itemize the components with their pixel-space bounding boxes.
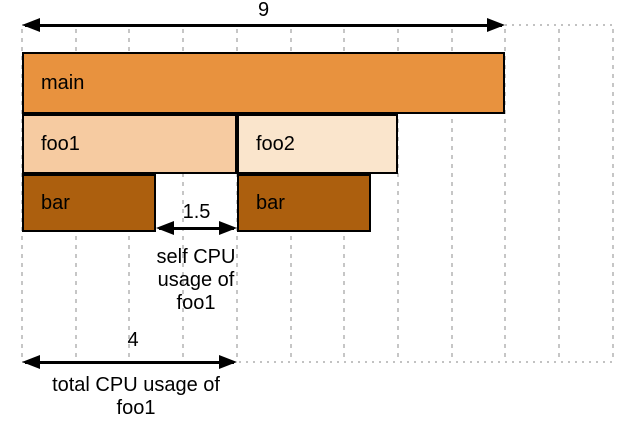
self-cpu-caption: self CPU usage of foo1 bbox=[156, 246, 236, 314]
total-cpu-value: 4 bbox=[127, 329, 139, 351]
grid-line bbox=[397, 29, 399, 358]
self-cpu-arrow bbox=[156, 221, 237, 235]
arrow-shaft bbox=[159, 226, 234, 230]
total-cpu-arrow bbox=[22, 355, 237, 369]
arrow-head-right-icon bbox=[487, 18, 505, 32]
arrow-head-right-icon bbox=[219, 355, 237, 369]
frame-main: main bbox=[22, 52, 505, 114]
frame-foo1: foo1 bbox=[22, 114, 237, 174]
total-width-value: 9 bbox=[257, 0, 270, 21]
grid-line bbox=[558, 29, 560, 358]
arrow-shaft bbox=[25, 360, 234, 364]
grid-line bbox=[504, 29, 506, 358]
arrow-shaft bbox=[25, 23, 502, 27]
frame-label: main bbox=[41, 71, 85, 94]
total-cpu-caption: total CPU usage of foo1 bbox=[52, 374, 220, 419]
bottom-dotted-guide-line bbox=[22, 361, 614, 363]
frame-label: foo1 bbox=[41, 132, 80, 155]
frame-label: foo2 bbox=[256, 132, 295, 155]
grid-line bbox=[451, 29, 453, 358]
self-cpu-value: 1.5 bbox=[182, 201, 211, 223]
arrow-head-right-icon bbox=[219, 221, 237, 235]
grid-line bbox=[612, 29, 614, 358]
grid-line bbox=[182, 29, 184, 358]
total-width-arrow bbox=[22, 18, 505, 32]
frame-bar-left: bar bbox=[22, 174, 156, 232]
frame-bar-right: bar bbox=[237, 174, 371, 232]
frame-label: bar bbox=[256, 191, 285, 214]
frame-foo2: foo2 bbox=[237, 114, 398, 174]
frame-label: bar bbox=[41, 191, 70, 214]
